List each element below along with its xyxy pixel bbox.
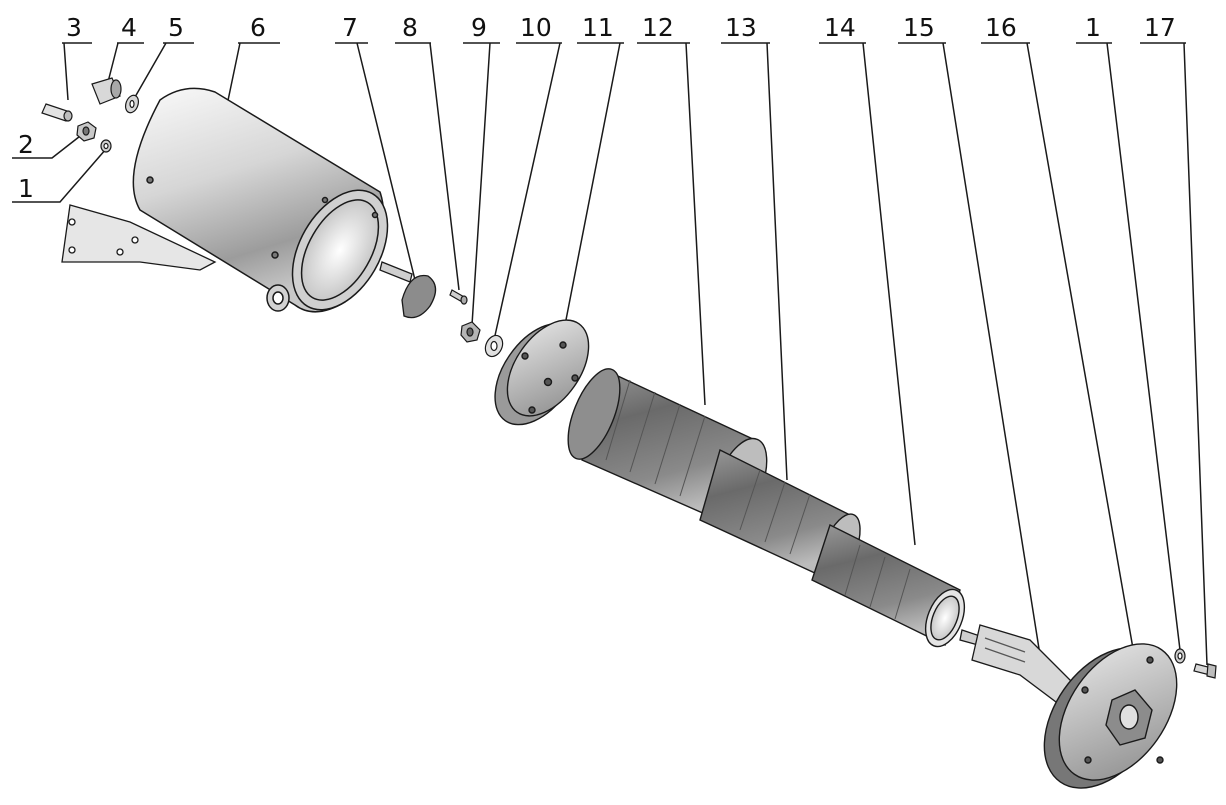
part-8-screw: [449, 289, 468, 305]
callout-5: 5: [168, 13, 184, 42]
part-7-flap-key: [379, 261, 437, 319]
callout-11: 11: [582, 13, 614, 42]
leader-9: [463, 42, 500, 326]
part-11-disc-flange: [494, 319, 590, 426]
callout-7: 7: [342, 13, 358, 42]
leader-14: [819, 42, 916, 546]
part-5-washer: [124, 94, 140, 114]
part-1-washer-left: [100, 139, 112, 153]
leader-1b: [1076, 42, 1181, 651]
leader-2: [12, 132, 85, 159]
callout-1-left: 1: [18, 174, 34, 203]
callout-8: 8: [402, 13, 418, 42]
callout-4: 4: [121, 13, 137, 42]
leader-7: [335, 42, 416, 281]
callout-10: 10: [520, 13, 552, 42]
callout-14: 14: [824, 13, 856, 42]
callout-9: 9: [471, 13, 487, 42]
leader-16: [981, 42, 1136, 661]
leader-17: [1140, 42, 1208, 666]
callout-3: 3: [66, 13, 82, 42]
leader-lines: [12, 42, 1208, 666]
leader-5: [130, 42, 194, 105]
part-10-washer: [484, 334, 504, 358]
part-12-14-telescopic-tube: [567, 368, 966, 648]
callout-6: 6: [250, 13, 266, 42]
leader-3: [62, 42, 92, 101]
callout-17: 17: [1144, 13, 1176, 42]
leader-6: [225, 42, 280, 111]
part-6-housing: [132, 87, 389, 313]
part-16-end-flange: [1043, 643, 1178, 789]
part-4-coupling-nut: [91, 77, 122, 105]
leader-8: [395, 42, 460, 291]
part-1-washer-right: [1174, 648, 1186, 664]
part-9-nut: [460, 321, 481, 343]
leader-13: [721, 42, 788, 481]
part-17-bolt: [1193, 663, 1217, 679]
leader-11: [564, 42, 624, 326]
leader-10: [493, 42, 562, 341]
leader-4: [107, 42, 144, 83]
callout-2: 2: [18, 130, 34, 159]
callout-13: 13: [725, 13, 757, 42]
part-2-nut: [76, 121, 97, 142]
callout-1-right: 1: [1085, 13, 1101, 42]
part-3-pin: [41, 103, 73, 122]
callout-15: 15: [903, 13, 935, 42]
callout-12: 12: [642, 13, 674, 42]
leader-15: [898, 42, 1041, 656]
leader-1a: [12, 148, 107, 203]
leader-12: [637, 42, 706, 406]
bracket-plate: [61, 204, 217, 271]
callout-16: 16: [985, 13, 1017, 42]
